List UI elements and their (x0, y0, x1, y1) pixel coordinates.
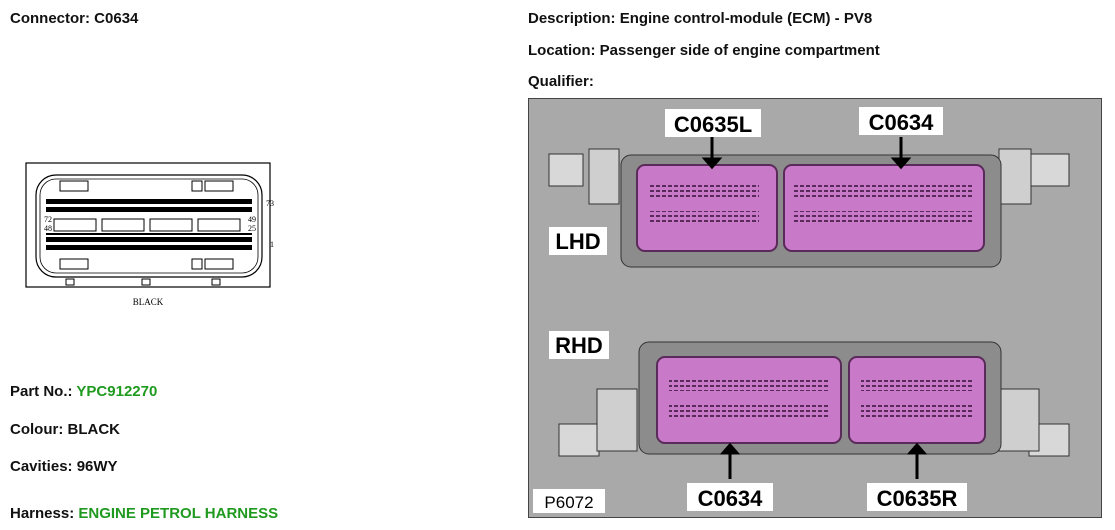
connector-colour-caption: BLACK (133, 297, 164, 307)
colour-line: Colour: BLACK (10, 421, 120, 438)
part-no-value[interactable]: YPC912270 (76, 383, 158, 400)
location-value: Passenger side of engine compartment (599, 42, 880, 59)
pin-label-49: 49 (248, 215, 256, 224)
connector-face-diagram: 96 24 73 1 72 48 49 25 BLACK (10, 157, 274, 309)
ecm-rhd (558, 341, 1070, 457)
description-value: Engine control-module (ECM) - PV8 (619, 10, 873, 27)
pin-label-1: 1 (270, 240, 274, 249)
part-no-line: Part No.: YPC912270 (10, 383, 157, 400)
rhd-label: RHD (555, 333, 603, 358)
ecm-lhd (548, 148, 1070, 268)
connector-value: C0634 (94, 10, 139, 27)
cavities-label: Cavities: (10, 458, 73, 475)
description-line: Description: Engine control-module (ECM)… (528, 10, 872, 27)
colour-value: BLACK (67, 421, 121, 438)
pin-label-48: 48 (44, 224, 52, 233)
qualifier-line: Qualifier: (528, 73, 594, 90)
cavities-value: 96WY (76, 458, 118, 475)
colour-label: Colour: (10, 421, 64, 438)
pin-label-72: 72 (44, 215, 52, 224)
harness-line: Harness: ENGINE PETROL HARNESS (10, 505, 278, 522)
connector-line: Connector: C0634 (10, 10, 138, 27)
pin-label-73: 73 (266, 199, 274, 208)
part-no-label: Part No.: (10, 383, 73, 400)
location-label: Location: (528, 42, 596, 59)
ecm-location-illustration: C0635L C0634 LHD RHD C0634 C0635R P6072 (528, 98, 1102, 518)
qualifier-label: Qualifier: (528, 73, 594, 90)
description-label: Description: (528, 10, 616, 27)
figure-ref: P6072 (544, 493, 593, 512)
cavities-line: Cavities: 96WY (10, 458, 118, 475)
harness-value[interactable]: ENGINE PETROL HARNESS (78, 505, 279, 522)
callout-c0635r: C0635R (877, 486, 958, 511)
callout-c0634-bottom: C0634 (698, 486, 764, 511)
harness-label: Harness: (10, 505, 75, 522)
callout-c0634-top: C0634 (869, 110, 935, 135)
pin-label-25: 25 (248, 224, 256, 233)
callout-c0635l: C0635L (674, 112, 752, 137)
connector-label: Connector: (10, 10, 90, 27)
lhd-label: LHD (555, 229, 600, 254)
location-line: Location: Passenger side of engine compa… (528, 42, 880, 59)
